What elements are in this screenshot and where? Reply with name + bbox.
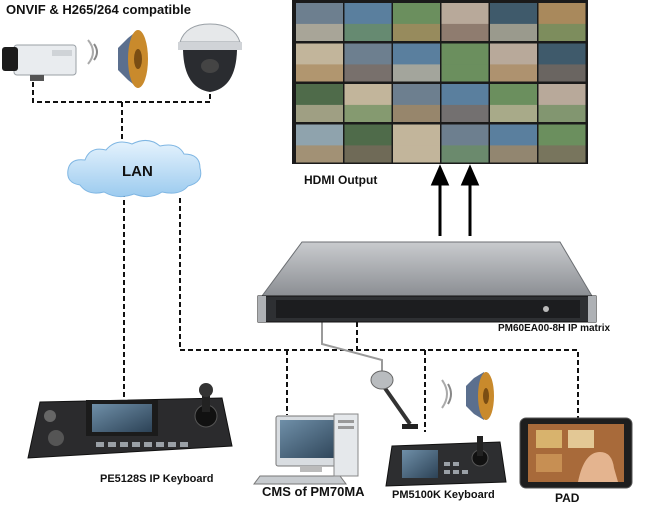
microphone-icon [370,370,418,429]
hdmi-output-label: HDMI Output [304,173,378,187]
video-tile-detail [296,104,343,122]
video-tile-detail [538,145,586,163]
video-tile-detail [393,64,440,82]
lan-to-matrix-bus-line [179,198,579,420]
video-tile-detail [538,104,586,122]
video-tile-detail [441,104,489,122]
pe-keyboard-label: PE5128S IP Keyboard [100,473,214,485]
pm-keyboard-label: PM5100K Keyboard [392,489,495,501]
video-tile-detail [393,145,440,163]
connection-lines [32,82,579,432]
box-camera-icon [2,44,77,81]
video-tile-detail [344,23,392,41]
dome-camera-icon [178,23,242,92]
ip-matrix-label: PM60EA00-8H IP matrix [498,323,611,334]
pad-label: PAD [555,491,580,505]
video-tile-detail [393,23,440,41]
ip-matrix-device-icon [257,241,597,323]
video-tile-detail [490,145,537,163]
computer-icon [253,413,359,485]
video-tile-detail [538,64,586,82]
audio-line [321,322,383,372]
video-tile-detail [393,104,440,122]
cms-label: CMS of PM70MA [262,484,365,499]
lan-label: LAN [122,163,153,180]
video-tile-detail [490,104,537,122]
video-tile-detail [441,64,489,82]
video-tile-detail [441,23,489,41]
tablet-icon [519,417,633,489]
video-tile-detail [344,64,392,82]
video-wall-icon [292,0,588,164]
compatibility-label: ONVIF & H265/264 compatible [6,2,191,17]
ptz-keyboard-icon [27,383,233,459]
video-tile-detail [296,23,343,41]
video-tile-detail [296,64,343,82]
camera-to-lan-line [32,82,211,103]
pm-keyboard-icon [385,436,507,487]
video-tile-detail [490,23,537,41]
video-tile-detail [344,145,392,163]
video-tile-detail [344,104,392,122]
speaker-small-icon [441,372,494,420]
lan-cloud-icon [67,140,202,198]
video-tile-detail [441,145,489,163]
video-tile-detail [538,23,586,41]
hdmi-arrows [430,164,480,236]
speaker-icon [87,30,148,88]
video-tile-detail [490,64,537,82]
video-tile-detail [296,145,343,163]
